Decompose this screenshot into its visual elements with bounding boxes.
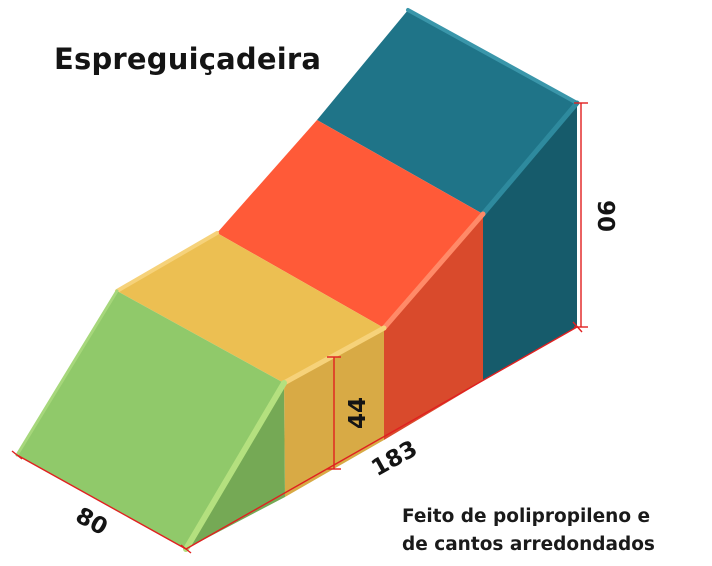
material-note-line-2: de cantos arredondados — [402, 534, 655, 555]
width-dimension-line — [16, 454, 187, 550]
low-height-dimension-label: 44 — [345, 397, 371, 429]
yellow-top-face — [117, 233, 384, 383]
material-note-line-1: Feito de polipropileno e — [402, 506, 651, 527]
teal-top-face — [317, 10, 577, 214]
length-dimension-line — [185, 326, 578, 550]
teal-side-face — [483, 103, 577, 381]
material-note: Feito de polipropileno e de cantos arred… — [402, 503, 702, 559]
orange-side-face — [384, 214, 483, 440]
teal-block — [317, 8, 580, 381]
width-dimension-label: 80 — [71, 503, 112, 541]
orange-block — [217, 120, 486, 440]
green-slope-face — [17, 291, 284, 549]
dimension-lines — [11, 102, 588, 554]
page-title: Espreguiçadeira — [54, 42, 322, 76]
high-height-dimension-label: 90 — [592, 200, 618, 232]
orange-top-face — [217, 120, 483, 328]
